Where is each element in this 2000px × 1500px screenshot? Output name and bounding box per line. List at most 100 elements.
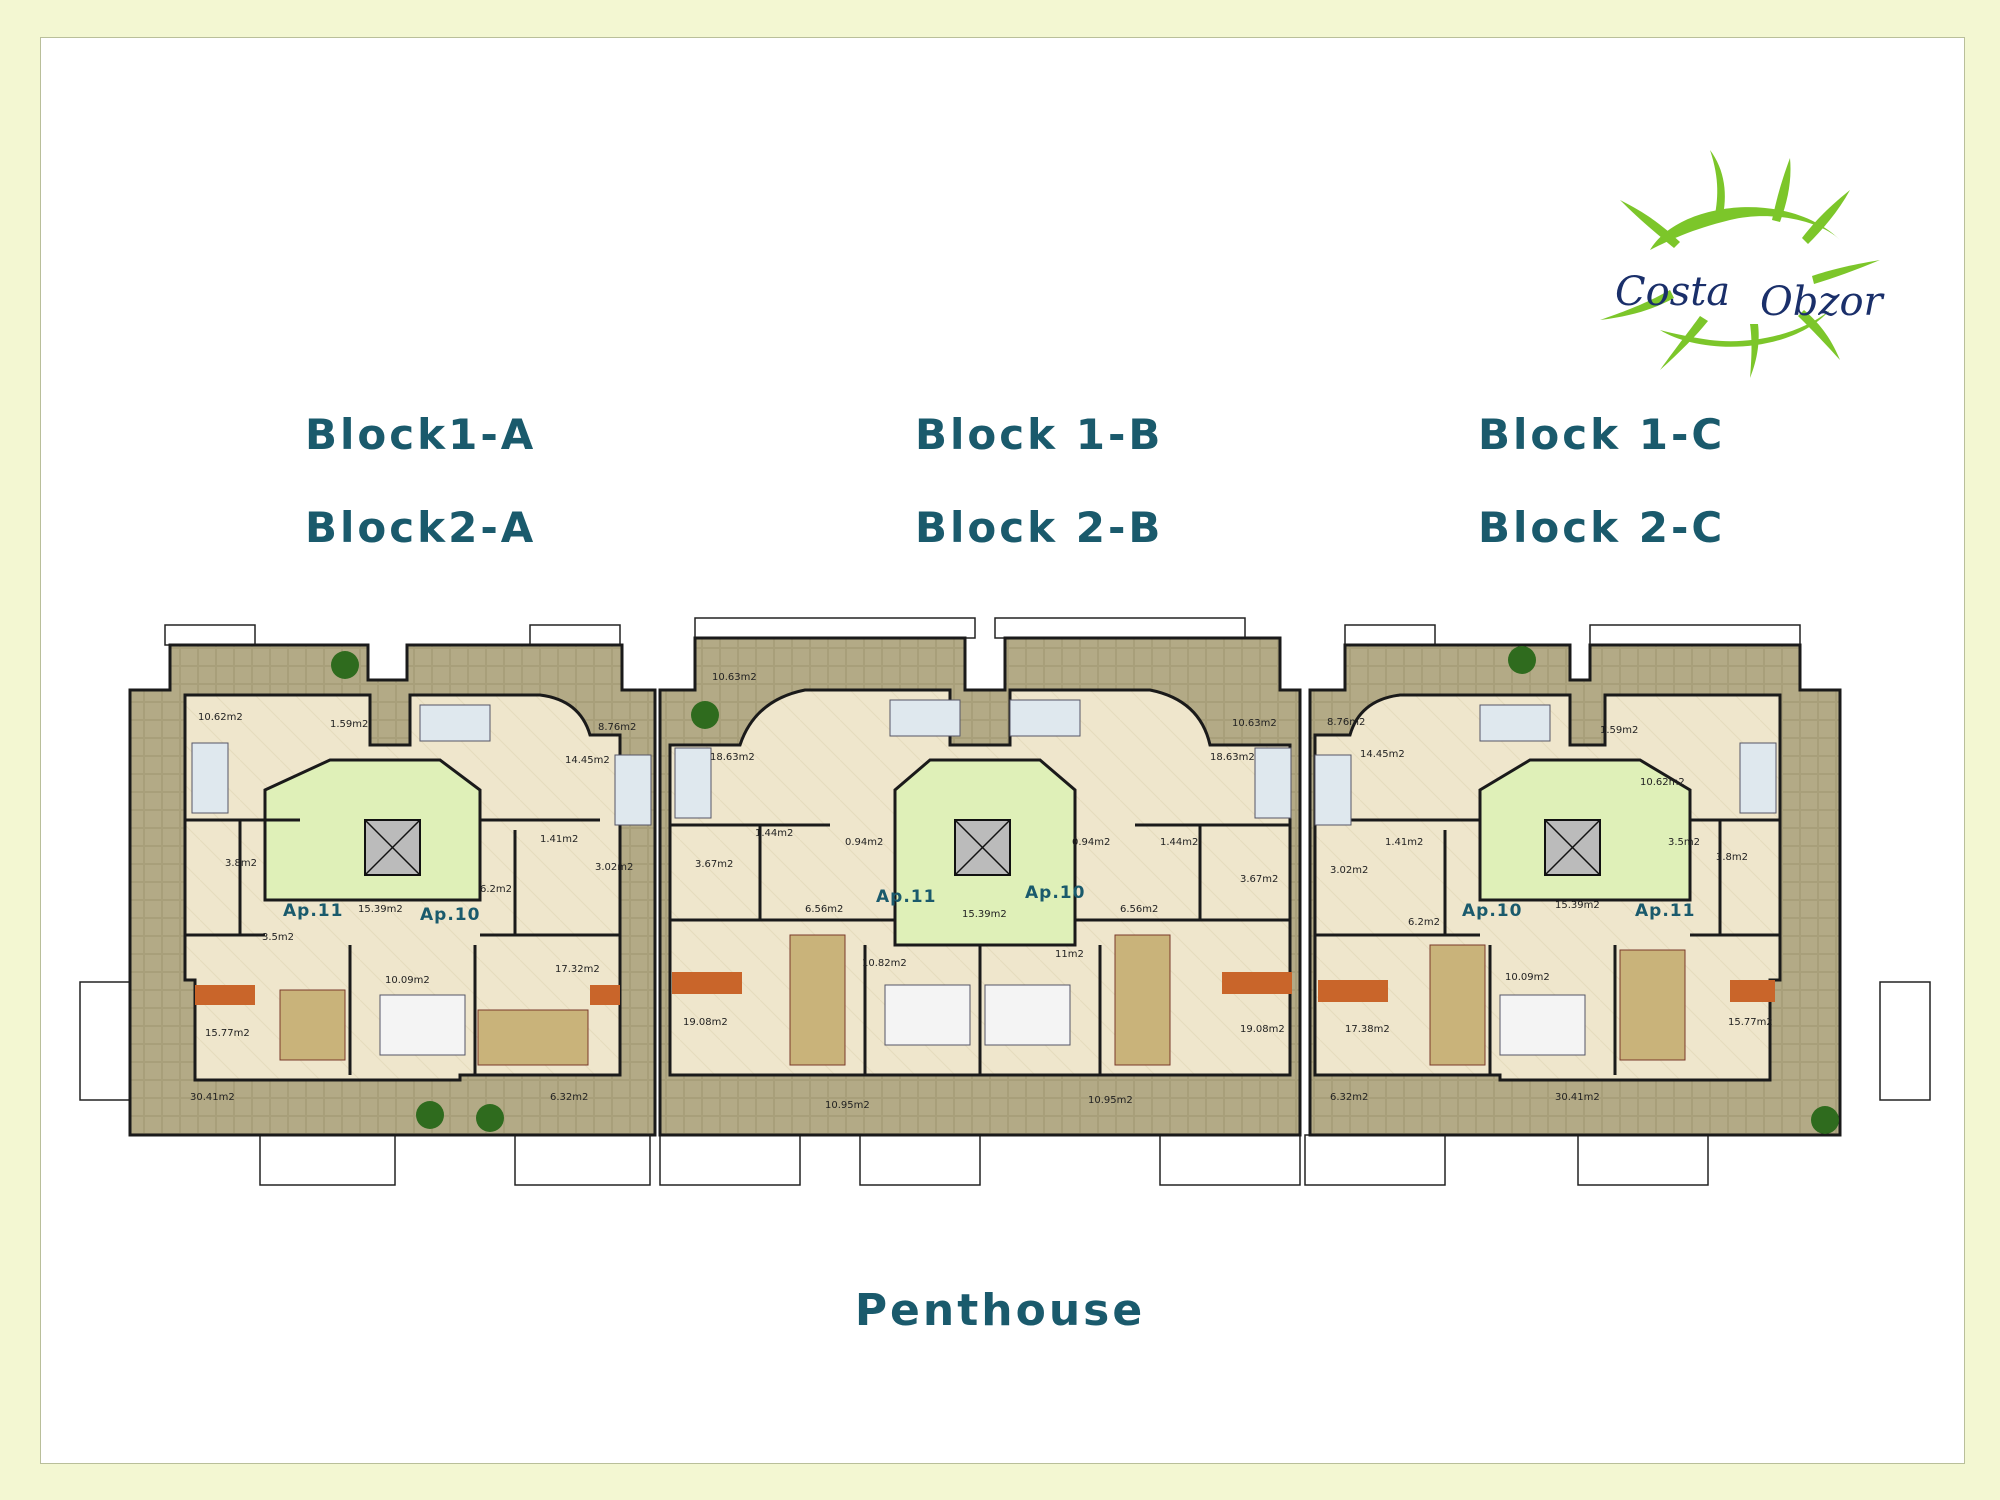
room-area: 10.63m2 — [712, 672, 757, 683]
balcony — [1159, 1134, 1301, 1186]
bed — [1739, 742, 1777, 814]
balcony — [1304, 1134, 1446, 1186]
room-area: 10.62m2 — [198, 712, 243, 723]
heading-block2-b: Block 2-B — [915, 503, 1164, 552]
balcony — [694, 617, 976, 639]
apartment-label: Ap.10 — [1462, 901, 1522, 921]
bed — [1499, 994, 1586, 1056]
sofa-set — [789, 934, 846, 1066]
sofa-set — [477, 1009, 589, 1066]
heading-block1-b: Block 1-B — [915, 410, 1164, 459]
room-area: 1.44m2 — [755, 828, 793, 839]
room-area: 10.95m2 — [1088, 1095, 1133, 1106]
sun-ray — [1802, 190, 1850, 244]
balcony — [994, 617, 1246, 639]
heading-block1-a: Block1-A — [305, 410, 537, 459]
heading-block2-a: Block2-A — [305, 503, 537, 552]
room-area: 15.39m2 — [962, 909, 1007, 920]
room-area: 3.8m2 — [225, 858, 257, 869]
room-area: 1.41m2 — [1385, 837, 1423, 848]
room-area: 1.44m2 — [1160, 837, 1198, 848]
room-area: 10.95m2 — [825, 1100, 870, 1111]
bed — [884, 984, 971, 1046]
dining-table — [590, 985, 620, 1005]
balcony — [1589, 624, 1801, 646]
bed — [889, 699, 961, 737]
palm-tree — [1811, 1106, 1839, 1134]
balcony — [79, 981, 131, 1101]
room-area: 14.45m2 — [565, 755, 610, 766]
balcony — [659, 1134, 801, 1186]
costa-obzor-logo: Costa Obzor — [1600, 150, 1886, 378]
sofa-set — [1429, 944, 1486, 1066]
palm-tree — [476, 1104, 504, 1132]
dining-table — [195, 985, 255, 1005]
room-area: 18.63m2 — [710, 752, 755, 763]
logo-word-costa: Costa — [1615, 269, 1730, 315]
room-area: 15.77m2 — [1728, 1017, 1773, 1028]
room-area: 6.32m2 — [1330, 1092, 1368, 1103]
bed — [1254, 747, 1292, 819]
room-area: 15.39m2 — [1555, 900, 1600, 911]
bed — [1009, 699, 1081, 737]
sun-ray — [1660, 316, 1708, 370]
room-area: 3.5m2 — [262, 932, 294, 943]
room-area: 3.67m2 — [695, 859, 733, 870]
balcony — [514, 1134, 651, 1186]
bed — [1479, 704, 1551, 742]
room-area: 6.56m2 — [805, 904, 843, 915]
unit-a — [128, 643, 657, 1137]
room-area: 10.09m2 — [385, 975, 430, 986]
dining-table — [672, 972, 742, 994]
room-area: 19.08m2 — [683, 1017, 728, 1028]
walls-c — [1315, 818, 1780, 1075]
dining-table — [1730, 980, 1775, 1002]
sun-ray — [1750, 324, 1759, 378]
room-area: 8.76m2 — [598, 722, 636, 733]
bed — [614, 754, 652, 826]
sun-ray — [1710, 150, 1725, 220]
balcony — [164, 624, 256, 646]
room-area: 18.63m2 — [1210, 752, 1255, 763]
room-area: 10.63m2 — [1232, 718, 1277, 729]
bed — [191, 742, 229, 814]
apartment-label: Ap.11 — [283, 901, 343, 921]
room-area: 10.09m2 — [1505, 972, 1550, 983]
room-area: 1.59m2 — [330, 719, 368, 730]
sofa-set — [1619, 949, 1686, 1061]
palm-tree — [331, 651, 359, 679]
sun-ray — [1812, 260, 1880, 284]
room-area: 30.41m2 — [1555, 1092, 1600, 1103]
logo-word-obzor: Obzor — [1760, 279, 1886, 325]
walls-a — [185, 818, 620, 1075]
room-area: 3.02m2 — [595, 862, 633, 873]
floor-title-penthouse: Penthouse — [854, 1285, 1146, 1336]
sun-ray — [1772, 158, 1791, 222]
walls-b — [670, 823, 1290, 1075]
heading-block1-c: Block 1-C — [1478, 410, 1726, 459]
balcony — [859, 1134, 981, 1186]
room-area: 30.41m2 — [190, 1092, 235, 1103]
room-area: 0.94m2 — [1072, 837, 1110, 848]
room-area: 6.32m2 — [550, 1092, 588, 1103]
bed — [674, 747, 712, 819]
dining-table — [1318, 980, 1388, 1002]
balcony — [259, 1134, 396, 1186]
dining-table — [1222, 972, 1292, 994]
bed — [1314, 754, 1352, 826]
room-area: 3.8m2 — [1716, 852, 1748, 863]
room-area: 1.41m2 — [540, 834, 578, 845]
palm-tree — [1508, 646, 1536, 674]
room-area: 1.59m2 — [1600, 725, 1638, 736]
room-area: 17.38m2 — [1345, 1024, 1390, 1035]
apartment-label: Ap.10 — [1025, 883, 1085, 903]
unit-c — [1308, 643, 1842, 1137]
room-area: 8.76m2 — [1327, 717, 1365, 728]
unit-b — [658, 636, 1302, 1137]
balcony — [1879, 981, 1931, 1101]
bed — [984, 984, 1071, 1046]
apartment-label: Ap.10 — [420, 905, 480, 925]
room-area: 0.94m2 — [845, 837, 883, 848]
room-area: 15.39m2 — [358, 904, 403, 915]
